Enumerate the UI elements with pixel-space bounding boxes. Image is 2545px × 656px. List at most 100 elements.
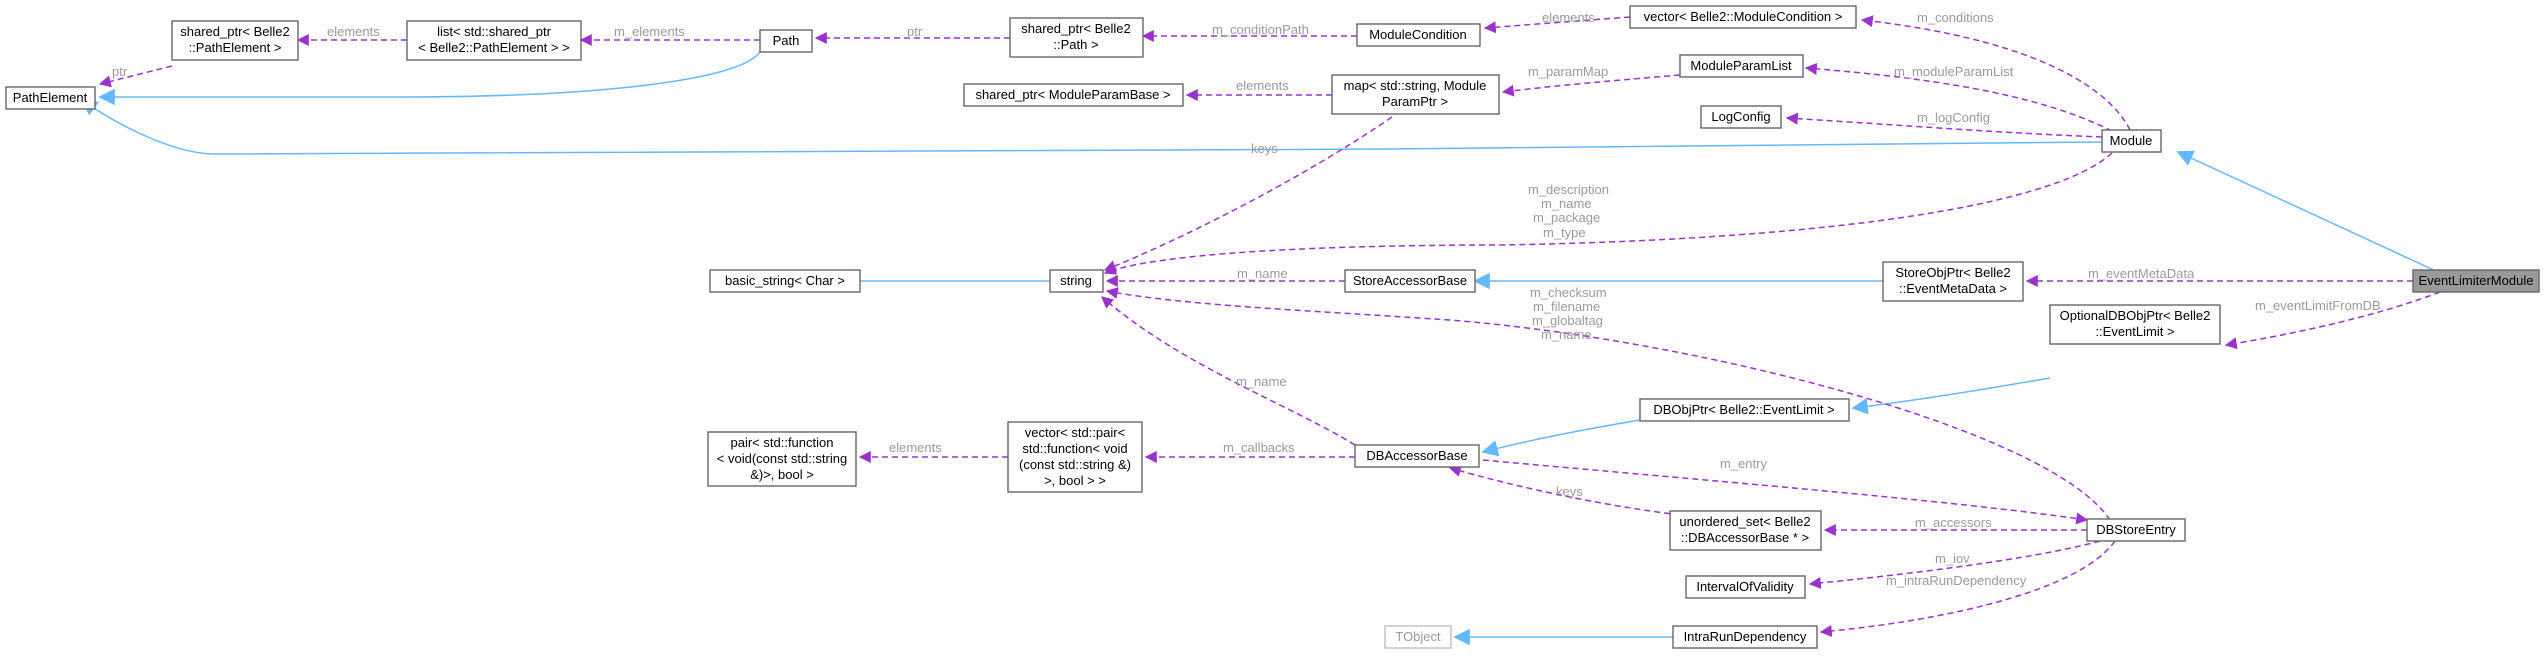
edge-label-m-log-config: m_logConfig bbox=[1917, 110, 1990, 125]
svg-text:DBAccessorBase: DBAccessorBase bbox=[1366, 448, 1467, 463]
svg-text:unordered_set< Belle2: unordered_set< Belle2 bbox=[1679, 514, 1810, 529]
edge-label-elements-list: elements bbox=[327, 24, 380, 39]
edge-label-m-callbacks: m_callbacks bbox=[1223, 440, 1295, 455]
edge-module-to-event-limiter-module bbox=[2176, 150, 2439, 273]
node-map-module-param[interactable]: map< std::string, Module ParamPtr > bbox=[1331, 74, 1500, 115]
svg-text:TObject: TObject bbox=[1395, 629, 1441, 644]
edge-label-m-name-store: m_name bbox=[1237, 266, 1288, 281]
node-store-accessor-base[interactable]: StoreAccessorBase bbox=[1344, 269, 1476, 293]
node-module-condition[interactable]: ModuleCondition bbox=[1356, 23, 1481, 47]
edge-label-m-globaltag: m_globaltag bbox=[1532, 313, 1603, 328]
node-store-obj-ptr[interactable]: StoreObjPtr< Belle2 ::EventMetaData > bbox=[1882, 261, 2024, 302]
edge-label-elements-conditions: elements bbox=[1542, 10, 1595, 25]
node-shared-ptr-path[interactable]: shared_ptr< Belle2 ::Path > bbox=[1009, 17, 1144, 58]
node-optional-db-obj-ptr[interactable]: OptionalDBObjPtr< Belle2 ::EventLimit > bbox=[2049, 304, 2221, 345]
node-event-limiter-module[interactable]: EventLimiterModule bbox=[2412, 269, 2540, 293]
svg-text:DBStoreEntry: DBStoreEntry bbox=[2096, 522, 2176, 537]
svg-text:::DBAccessorBase * >: ::DBAccessorBase * > bbox=[1681, 530, 1809, 545]
node-vector-pair[interactable]: vector< std::pair< std::function< void (… bbox=[1007, 421, 1143, 493]
edge-label-m-iov: m_iov bbox=[1935, 551, 1970, 566]
edge-m-param-map bbox=[1501, 74, 1681, 97]
edge-label-m-param-map: m_paramMap bbox=[1528, 64, 1608, 79]
edge-module-strings bbox=[1103, 152, 2113, 275]
edge-label-m-description: m_description bbox=[1528, 182, 1609, 197]
node-tobject[interactable]: TObject bbox=[1384, 625, 1452, 649]
edge-label-m-name-entry: m_name bbox=[1541, 327, 1592, 342]
node-basic-string[interactable]: basic_string< Char > bbox=[709, 269, 861, 293]
svg-text:&)>, bool >: &)>, bool > bbox=[750, 467, 814, 482]
svg-text:StoreAccessorBase: StoreAccessorBase bbox=[1353, 273, 1467, 288]
node-path-element[interactable]: PathElement bbox=[5, 86, 96, 110]
svg-text:Path: Path bbox=[773, 33, 800, 48]
edge-module-to-path-element bbox=[80, 99, 2103, 155]
edge-label-m-filename: m_filename bbox=[1533, 299, 1600, 314]
node-pair-function[interactable]: pair< std::function < void(const std::st… bbox=[707, 431, 857, 487]
edge-label-m-entry: m_entry bbox=[1720, 456, 1767, 471]
node-string[interactable]: string bbox=[1049, 269, 1104, 293]
edge-label-elements-pair: elements bbox=[889, 440, 942, 455]
edge-label-m-event-limit-from-db: m_eventLimitFromDB bbox=[2255, 298, 2381, 313]
edge-label-m-package: m_package bbox=[1533, 210, 1600, 225]
svg-text:vector< Belle2::ModuleConditio: vector< Belle2::ModuleCondition > bbox=[1644, 9, 1843, 24]
svg-text:vector< std::pair<: vector< std::pair< bbox=[1025, 425, 1125, 440]
node-module[interactable]: Module bbox=[2101, 129, 2162, 153]
svg-text:>, bool > >: >, bool > > bbox=[1044, 473, 1106, 488]
edge-label-m-intra-run-dependency: m_intraRunDependency bbox=[1886, 573, 2027, 588]
edge-label-m-accessors: m_accessors bbox=[1915, 515, 1992, 530]
node-db-obj-ptr[interactable]: DBObjPtr< Belle2::EventLimit > bbox=[1639, 398, 1850, 422]
edge-m-event-limit-from-db bbox=[2224, 291, 2441, 350]
edge-label-m-conditions: m_conditions bbox=[1917, 10, 1994, 25]
node-module-param-list[interactable]: ModuleParamList bbox=[1679, 54, 1804, 78]
edge-m-intra-run-dependency bbox=[1819, 540, 2116, 637]
edge-keys-set bbox=[1448, 465, 1681, 516]
node-shared-ptr-module-param-base[interactable]: shared_ptr< ModuleParamBase > bbox=[963, 83, 1184, 107]
svg-text:basic_string< Char >: basic_string< Char > bbox=[725, 273, 845, 288]
edge-m-log-config bbox=[1785, 112, 2103, 138]
svg-text:DBObjPtr< Belle2::EventLimit >: DBObjPtr< Belle2::EventLimit > bbox=[1653, 402, 1834, 417]
edge-ptr-path-element bbox=[98, 65, 173, 88]
svg-text:Module: Module bbox=[2110, 133, 2153, 148]
svg-text:IntervalOfValidity: IntervalOfValidity bbox=[1696, 579, 1794, 594]
edge-label-m-condition-path: m_conditionPath bbox=[1212, 22, 1309, 37]
edge-elements-conditions bbox=[1483, 16, 1631, 34]
svg-text:ModuleCondition: ModuleCondition bbox=[1369, 27, 1467, 42]
edge-label-keys-map: keys bbox=[1251, 141, 1278, 156]
node-db-accessor-base[interactable]: DBAccessorBase bbox=[1354, 444, 1480, 468]
node-path[interactable]: Path bbox=[759, 29, 813, 53]
svg-text:(const std::string &): (const std::string &) bbox=[1019, 457, 1131, 472]
node-unordered-set[interactable]: unordered_set< Belle2 ::DBAccessorBase *… bbox=[1669, 510, 1822, 551]
svg-text:< void(const std::string: < void(const std::string bbox=[717, 451, 847, 466]
node-intra-run-dependency[interactable]: IntraRunDependency bbox=[1672, 625, 1818, 649]
svg-text:< Belle2::PathElement > >: < Belle2::PathElement > > bbox=[418, 40, 569, 55]
svg-text:LogConfig: LogConfig bbox=[1711, 109, 1770, 124]
edge-label-m-checksum: m_checksum bbox=[1530, 285, 1607, 300]
edge-label-m-name-module: m_name bbox=[1541, 196, 1592, 211]
node-vector-module-condition[interactable]: vector< Belle2::ModuleCondition > bbox=[1629, 5, 1857, 29]
svg-text:EventLimiterModule: EventLimiterModule bbox=[2419, 273, 2534, 288]
edge-label-ptr-path: ptr bbox=[907, 24, 923, 39]
svg-text:std::function< void: std::function< void bbox=[1022, 441, 1127, 456]
edge-label-m-event-meta-data: m_eventMetaData bbox=[2088, 266, 2195, 281]
edge-label-m-elements: m_elements bbox=[614, 24, 685, 39]
edge-label-m-type: m_type bbox=[1543, 225, 1586, 240]
svg-text:pair< std::function: pair< std::function bbox=[731, 435, 834, 450]
node-db-store-entry[interactable]: DBStoreEntry bbox=[2086, 518, 2186, 542]
edge-path-to-path-element bbox=[98, 51, 761, 106]
node-list-shared-ptr[interactable]: list< std::shared_ptr < Belle2::PathElem… bbox=[406, 20, 582, 61]
node-shared-ptr-path-element[interactable]: shared_ptr< Belle2 ::PathElement > bbox=[171, 20, 299, 61]
svg-text:list< std::shared_ptr: list< std::shared_ptr bbox=[437, 24, 551, 39]
svg-text:shared_ptr< Belle2: shared_ptr< Belle2 bbox=[180, 24, 290, 39]
svg-text:ParamPtr >: ParamPtr > bbox=[1382, 94, 1448, 109]
svg-text:StoreObjPtr< Belle2: StoreObjPtr< Belle2 bbox=[1895, 265, 2010, 280]
node-log-config[interactable]: LogConfig bbox=[1700, 105, 1782, 129]
svg-text:::EventMetaData >: ::EventMetaData > bbox=[1899, 281, 2007, 296]
edge-entry-strings bbox=[1105, 287, 2111, 521]
svg-text:string: string bbox=[1060, 273, 1092, 288]
svg-text:OptionalDBObjPtr< Belle2: OptionalDBObjPtr< Belle2 bbox=[2060, 308, 2211, 323]
svg-text:::Path >: ::Path > bbox=[1053, 37, 1098, 52]
edge-db-obj-ptr-to-db-accessor-base bbox=[1481, 419, 1641, 457]
node-interval-of-validity[interactable]: IntervalOfValidity bbox=[1685, 575, 1806, 599]
svg-text:shared_ptr< Belle2: shared_ptr< Belle2 bbox=[1021, 21, 1131, 36]
svg-text:map< std::string, Module: map< std::string, Module bbox=[1344, 78, 1487, 93]
